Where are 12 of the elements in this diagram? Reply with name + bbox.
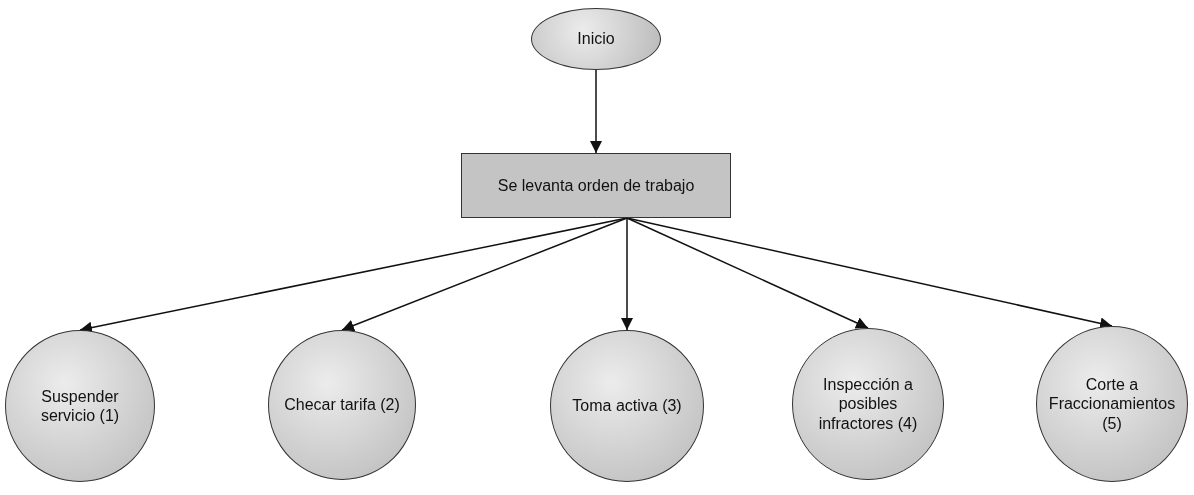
arrow xyxy=(341,217,628,332)
arrow xyxy=(621,217,633,331)
node-label: Corte a Fraccionamientos (5) xyxy=(1047,375,1177,433)
node-label: Toma activa (3) xyxy=(571,396,683,416)
process-box xyxy=(461,153,731,218)
node-label: Checar tarifa (2) xyxy=(283,395,401,415)
node-label: Inicio xyxy=(576,29,616,49)
arrow xyxy=(626,217,869,329)
node-label: Suspender servicio (1) xyxy=(39,386,121,426)
node-label: Se levanta orden de trabajo xyxy=(496,175,696,196)
node-label: Inspección a posibles infractores (4) xyxy=(817,375,919,433)
arrow xyxy=(590,69,602,154)
